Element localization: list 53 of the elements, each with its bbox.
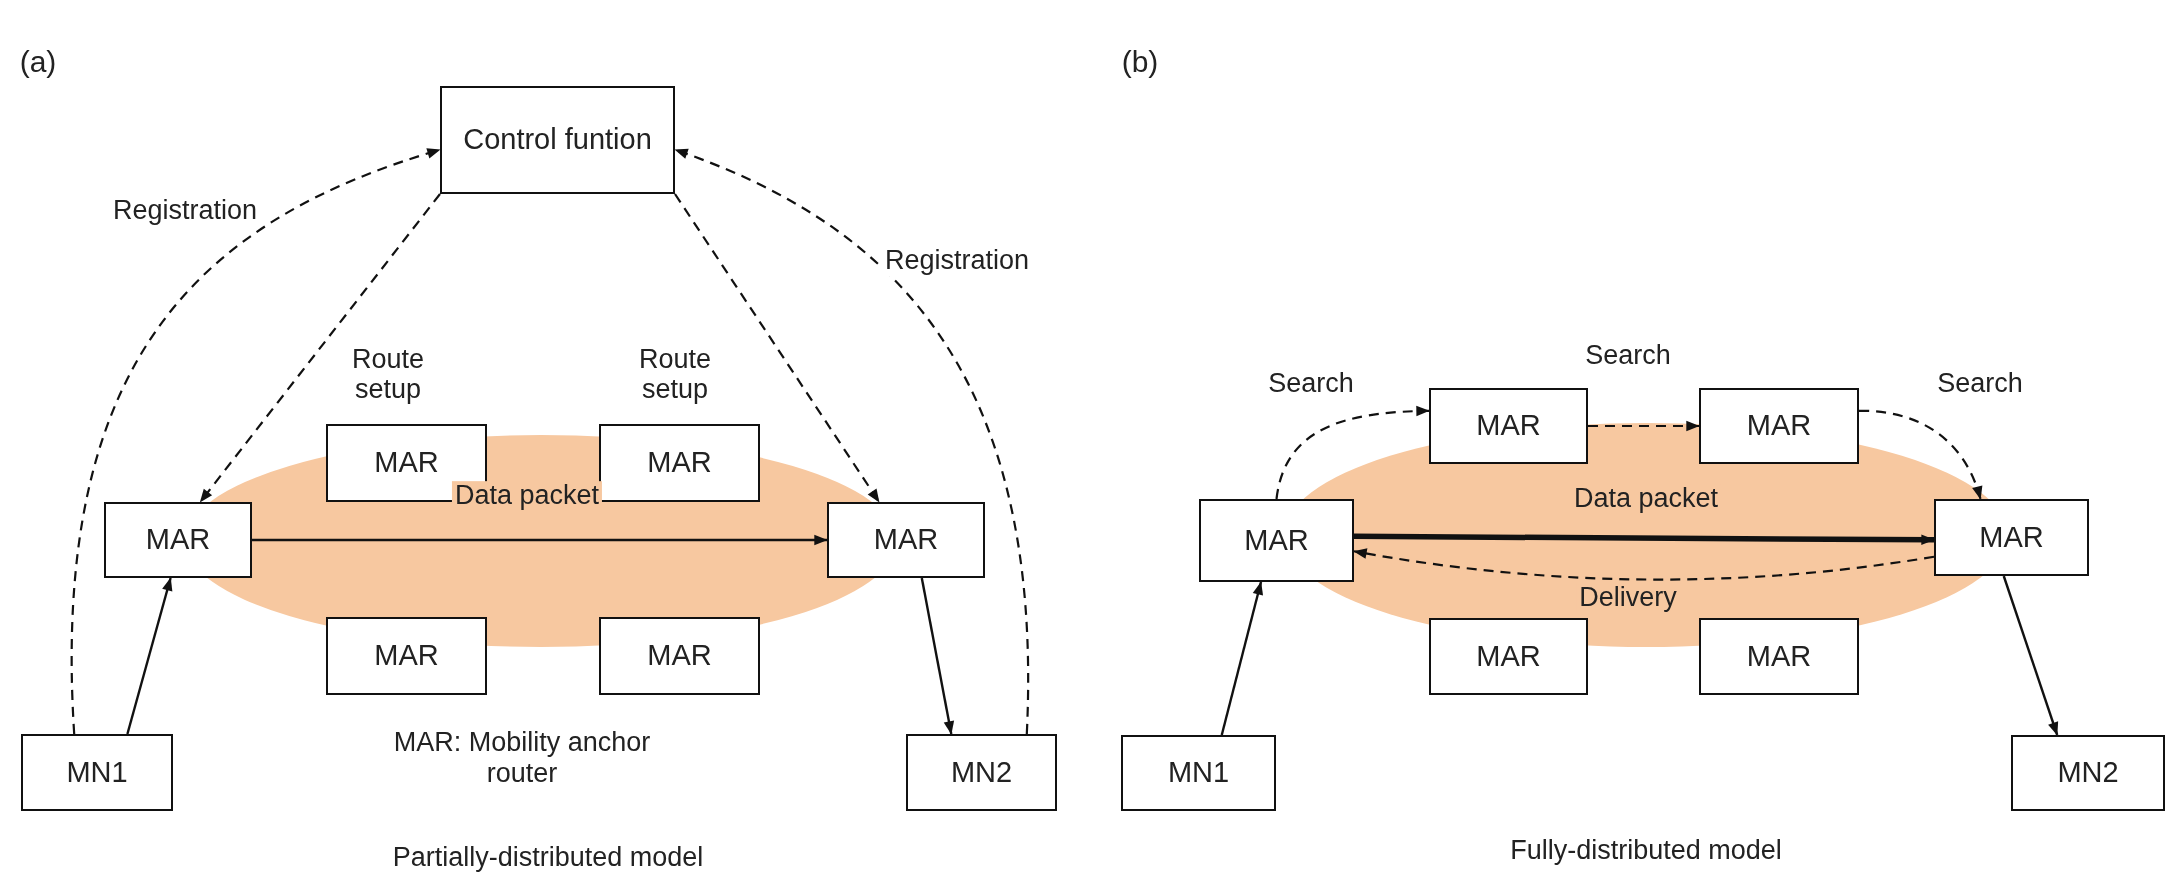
node-label: MAR <box>1476 639 1541 674</box>
node-label: MAR <box>374 639 439 673</box>
node-box <box>21 734 173 811</box>
node-box <box>1699 388 1859 464</box>
node-label: MAR <box>1979 520 2044 555</box>
edge-label: Data packet <box>451 481 603 511</box>
node-box <box>1934 499 2089 576</box>
node-label: MAR <box>647 446 712 480</box>
node-label: MAR <box>1746 409 1812 443</box>
node-label: MN1 <box>1167 756 1230 790</box>
panel-label: (b) <box>1121 44 1159 80</box>
node-label: MAR <box>374 446 439 480</box>
node-label: MAR <box>1476 409 1541 443</box>
node-box <box>1121 735 1276 811</box>
arrow <box>1354 533 1935 546</box>
node-label: MAR <box>1244 523 1309 558</box>
arrow <box>126 577 173 735</box>
node-box <box>104 502 252 578</box>
node-box <box>1429 618 1588 695</box>
arrow <box>1220 581 1263 736</box>
node-label: MN2 <box>950 755 1013 790</box>
abbreviation-note: MAR: Mobility anchor router <box>392 726 652 790</box>
node-label: MAR <box>647 639 712 673</box>
node-box <box>2011 735 2165 811</box>
node-label: MN1 <box>66 755 128 790</box>
node-box <box>1699 618 1859 695</box>
node-label: MAR <box>1746 639 1812 674</box>
node-label: Control funtion <box>463 123 652 157</box>
arrow <box>252 534 828 546</box>
node-box <box>599 617 760 695</box>
node-box <box>906 734 1057 811</box>
panel-caption: Partially-distributed model <box>392 842 704 874</box>
node-box <box>599 424 760 502</box>
dashed-arrow <box>674 193 881 503</box>
node-box <box>827 502 985 578</box>
node-label: MAR <box>145 523 211 557</box>
dashed-arrow <box>674 148 1029 734</box>
node-label: MN2 <box>2057 756 2119 790</box>
dashed-arrow <box>1353 548 1935 581</box>
control-function-box <box>440 86 675 194</box>
arrow <box>2002 575 2059 736</box>
dashed-arrow <box>1588 420 1700 432</box>
dashed-arrow <box>199 193 441 503</box>
node-box <box>1199 499 1354 582</box>
node-label: MAR <box>873 523 939 557</box>
panel-caption: Fully-distributed model <box>1510 835 1782 867</box>
dashed-arrow <box>1275 405 1430 500</box>
dashed-arrow <box>1858 409 1982 500</box>
arrow <box>920 577 955 735</box>
node-box <box>1429 388 1588 464</box>
dashed-arrow <box>70 148 441 735</box>
panel-label: (a) <box>19 44 57 80</box>
node-box <box>326 617 487 695</box>
